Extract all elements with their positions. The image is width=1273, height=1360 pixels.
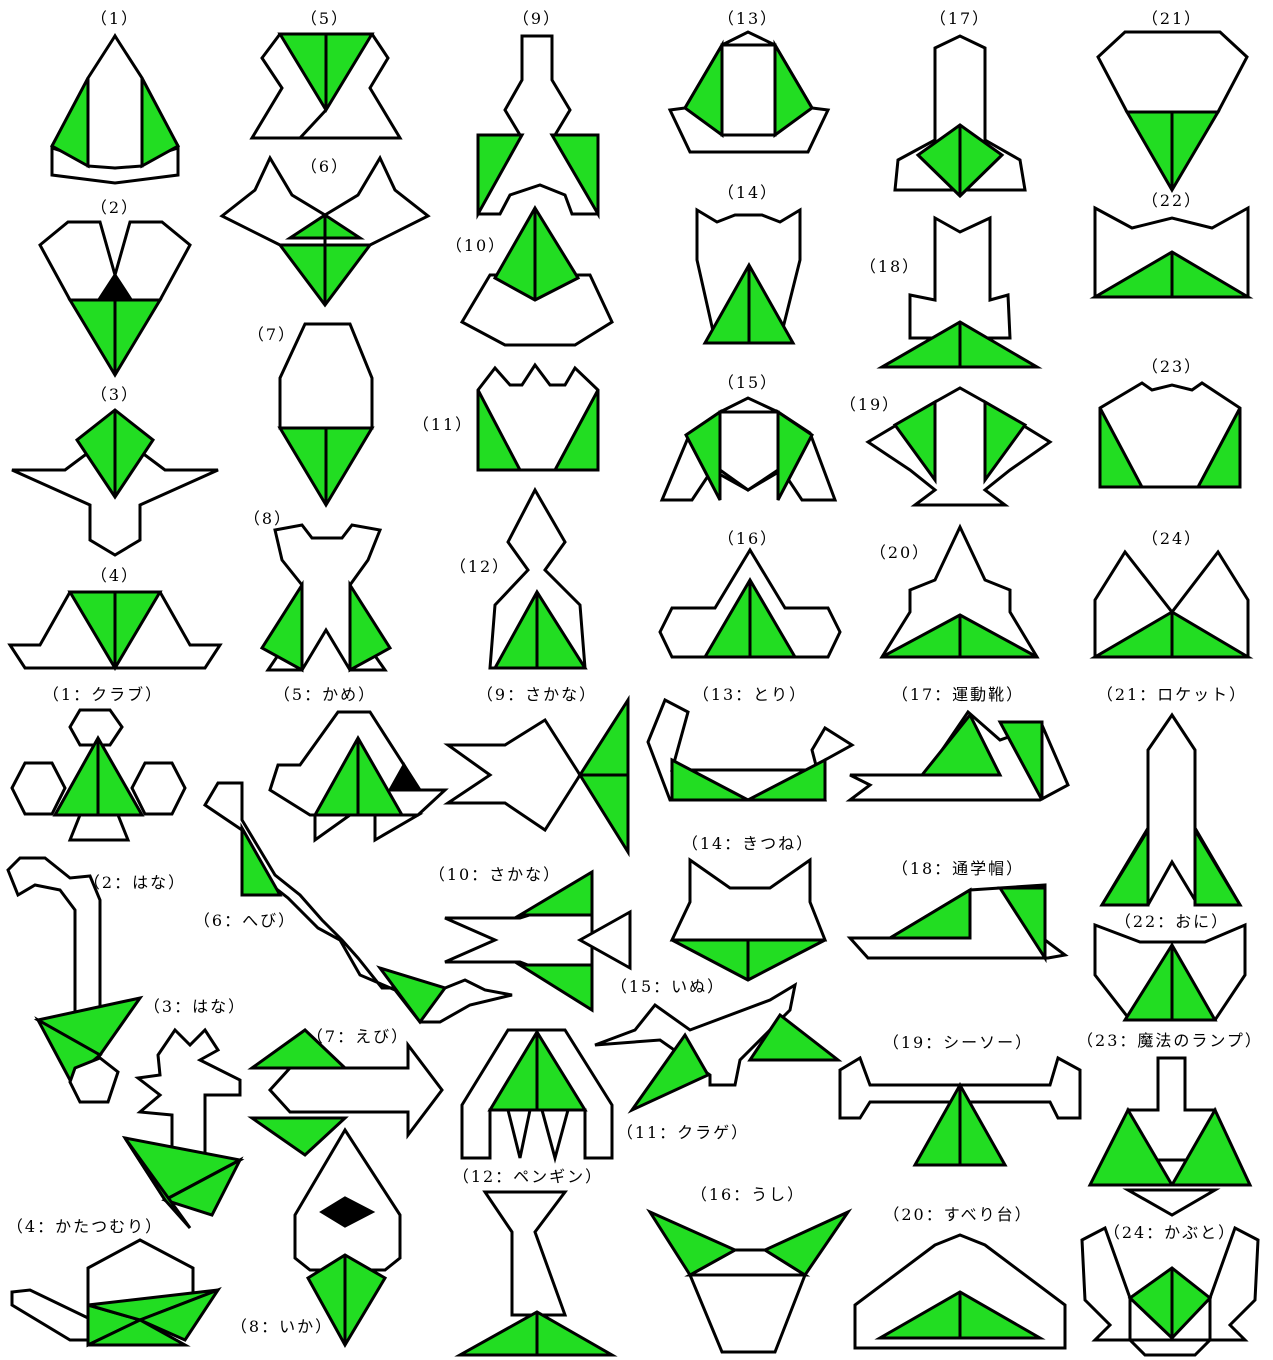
label-top-9: （9） xyxy=(513,9,561,28)
label-top-18: （18） xyxy=(860,257,920,276)
label-bottom-24: （24：かぶと） xyxy=(1104,1223,1236,1242)
label-top-23: （23） xyxy=(1142,357,1202,376)
label-bottom-18: （18：通学帽） xyxy=(892,859,1024,878)
label-bottom-3: （3：はな） xyxy=(144,997,246,1016)
shape-top-23 xyxy=(1100,383,1240,487)
shape-top-16 xyxy=(660,550,840,657)
shape-sneaker xyxy=(850,712,1068,800)
shape-flower-1 xyxy=(8,858,140,1102)
label-top-6: （6） xyxy=(301,157,349,176)
shape-top-3 xyxy=(12,410,218,555)
shape-fox xyxy=(672,860,825,980)
label-top-7: （7） xyxy=(248,325,296,344)
label-bottom-12: （12：ペンギン） xyxy=(453,1167,603,1186)
shape-top-8 xyxy=(262,525,390,670)
label-top-14: （14） xyxy=(718,183,778,202)
shape-top-5 xyxy=(252,34,400,138)
label-top-11: （11） xyxy=(413,415,473,434)
shape-squid xyxy=(295,1130,400,1345)
label-top-19: （19） xyxy=(840,395,900,414)
label-bottom-16: （16：うし） xyxy=(691,1185,805,1204)
label-top-17: （17） xyxy=(930,9,990,28)
label-bottom-14: （14：きつね） xyxy=(682,834,814,853)
shape-kabuto xyxy=(1082,1228,1258,1355)
label-bottom-8: （8：いか） xyxy=(231,1317,333,1336)
shape-magic-lamp xyxy=(1090,1058,1250,1215)
shape-top-22 xyxy=(1095,208,1248,297)
label-bottom-9: （9：さかな） xyxy=(477,685,597,704)
shape-top-11 xyxy=(478,365,598,470)
label-bottom-22: （22：おに） xyxy=(1115,912,1229,931)
label-top-24: （24） xyxy=(1142,529,1202,548)
label-bottom-11: （11：クラゲ） xyxy=(617,1123,749,1142)
label-top-22: （22） xyxy=(1142,191,1202,210)
shape-oni xyxy=(1095,925,1245,1020)
shape-snail xyxy=(12,1240,218,1345)
label-bottom-6: （6：へび） xyxy=(194,911,296,930)
shape-dog xyxy=(595,985,838,1110)
shape-top-12 xyxy=(490,490,585,668)
shape-club xyxy=(12,710,185,840)
shape-jellyfish xyxy=(462,1030,612,1158)
shape-top-21 xyxy=(1098,32,1247,190)
label-bottom-10: （10：さかな） xyxy=(429,865,561,884)
shape-top-15 xyxy=(662,398,835,500)
shape-top-18 xyxy=(882,218,1037,367)
label-top-3: （3） xyxy=(91,385,139,404)
shape-slide xyxy=(855,1235,1065,1348)
shape-snake xyxy=(205,783,512,1022)
label-bottom-1: （1：クラブ） xyxy=(43,685,163,704)
shape-turtle xyxy=(270,712,445,840)
label-top-10: （10） xyxy=(446,236,506,255)
shape-top-4 xyxy=(10,592,220,668)
shape-bird xyxy=(648,700,852,800)
shape-top-7 xyxy=(280,324,372,505)
label-bottom-19: （19：シーソー） xyxy=(883,1033,1033,1052)
label-bottom-17: （17：運動靴） xyxy=(892,685,1024,704)
shape-fish xyxy=(448,700,628,852)
label-bottom-21: （21：ロケット） xyxy=(1097,685,1247,704)
label-bottom-2: （2：はな） xyxy=(84,873,186,892)
shape-top-24 xyxy=(1095,552,1248,657)
shape-seesaw xyxy=(840,1058,1080,1165)
shape-top-2 xyxy=(40,222,190,375)
label-top-13: （13） xyxy=(718,9,778,28)
label-top-2: （2） xyxy=(91,198,139,217)
label-top-21: （21） xyxy=(1142,9,1202,28)
label-top-20: （20） xyxy=(870,543,930,562)
bottom-labels: （1：クラブ） （2：はな） （3：はな） （4：かたつむり） （5：かめ） （… xyxy=(7,685,1263,1336)
label-bottom-4: （4：かたつむり） xyxy=(7,1217,163,1236)
label-top-8: （8） xyxy=(244,509,292,528)
shape-top-6 xyxy=(222,158,428,305)
label-bottom-23: （23：魔法のランプ） xyxy=(1077,1031,1263,1050)
shape-top-9 xyxy=(478,36,598,214)
label-bottom-7: （7：えび） xyxy=(307,1027,409,1046)
shape-penguin xyxy=(460,1192,612,1355)
shape-flower-2 xyxy=(125,1030,240,1228)
shape-top-10 xyxy=(462,208,612,345)
label-bottom-5: （5：かめ） xyxy=(274,685,376,704)
shape-school-hat xyxy=(850,885,1065,958)
label-top-5: （5） xyxy=(301,9,349,28)
label-top-4: （4） xyxy=(91,566,139,585)
label-bottom-13: （13：とり） xyxy=(693,685,807,704)
label-top-12: （12） xyxy=(450,557,510,576)
shape-top-13 xyxy=(670,32,828,152)
label-top-1: （1） xyxy=(91,9,139,28)
shape-top-1 xyxy=(52,36,178,183)
label-top-15: （15） xyxy=(718,373,778,392)
label-bottom-20: （20：すべり台） xyxy=(883,1205,1032,1224)
shape-top-14 xyxy=(697,210,800,343)
shape-rocket xyxy=(1102,715,1240,905)
label-bottom-15: （15：いぬ） xyxy=(611,977,725,996)
label-top-16: （16） xyxy=(718,529,778,548)
shape-top-17 xyxy=(895,36,1025,196)
shape-cow xyxy=(650,1212,848,1352)
top-labels: （1） （2） （3） （4） （5） （6） （7） （8） （9） （10）… xyxy=(91,9,1202,585)
